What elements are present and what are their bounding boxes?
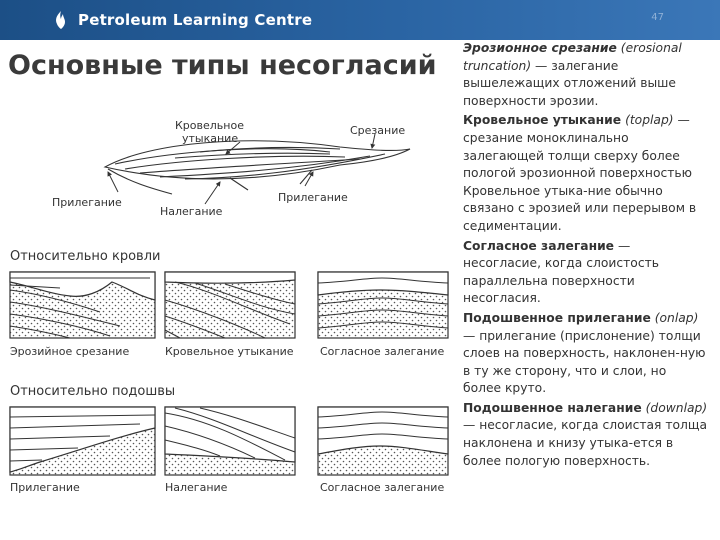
header-bar: Petroleum Learning Centre 47 [0, 0, 720, 40]
row1-label-1: Эрозийное срезание [10, 345, 129, 358]
brand-name: Petroleum Learning Centre [78, 11, 313, 29]
flame-logo-icon [56, 11, 65, 29]
box-onlap [9, 406, 156, 476]
definition-onlap: Подошвенное прилегание (onlap) — прилега… [463, 310, 708, 398]
term: Эрозионное срезание [463, 41, 617, 55]
section-top-title: Относительно кровли [10, 249, 160, 264]
term: Подошвенное прилегание [463, 310, 651, 325]
row1-label-3: Согласное залегание [320, 345, 444, 358]
row2-label-1: Прилегание [10, 481, 80, 494]
term: Подошвенное налегание [463, 400, 642, 415]
term-english: (downlap) [645, 400, 708, 415]
definition-body: — прилегание (присло­нение) толщи слоев … [463, 328, 706, 396]
term: Согласное залегание [463, 238, 615, 253]
box-downlap [164, 406, 296, 476]
box-concordant-top [317, 271, 449, 339]
definition-body: — несогласие, когда слоистость параллель… [463, 238, 659, 306]
label-toplap-2: утыкание [182, 132, 238, 145]
box-concordant-bottom [317, 406, 449, 476]
box-toplap [164, 271, 296, 339]
definition-toplap: Кровельное утыкание (toplap) — срезание … [463, 112, 708, 235]
term-english: (toplap) [625, 113, 674, 128]
unconformity-diagram: Кровельное утыкание Срезание Прилегание … [9, 119, 449, 494]
term-english: (onlap) [654, 310, 699, 325]
lens-diagram [103, 140, 411, 195]
label-erosion: Срезание [350, 124, 405, 137]
definition-erosional: Эрозионное срезание (erosional truncatio… [463, 40, 708, 110]
term-english: (erosional truncation) [463, 41, 682, 73]
row1-label-2: Кровельное утыкание [165, 345, 294, 358]
slide-number: 47 [651, 12, 664, 23]
label-onlap-right: Прилегание [278, 191, 348, 204]
definition-concordant: Согласное залегание — несогласие, когда … [463, 238, 708, 308]
section-bottom-title: Относительно подошвы [10, 384, 175, 399]
row2-label-2: Налегание [165, 481, 228, 494]
label-downlap: Налегание [160, 205, 223, 218]
logo: Petroleum Learning Centre [52, 10, 312, 30]
term: Кровельное утыкание [463, 113, 622, 128]
definition-body: — несогласие, когда слоистая толща накло… [463, 418, 708, 468]
box-erosional-truncation [9, 271, 156, 339]
definition-body: — залегание вышележащих отложений выше п… [463, 58, 676, 108]
row2-label-3: Согласное залегание [320, 481, 444, 494]
definition-downlap: Подошвенное налегание (downlap) — несогл… [463, 400, 708, 470]
definition-body: — срезание моноклинально залегающей толщ… [463, 113, 697, 233]
label-toplap-1: Кровельное [175, 119, 244, 132]
page-title: Основные типы несогласий [8, 50, 437, 81]
label-onlap-left: Прилегание [52, 196, 122, 209]
definitions-panel: Эрозионное срезание (erosional truncatio… [463, 40, 708, 472]
